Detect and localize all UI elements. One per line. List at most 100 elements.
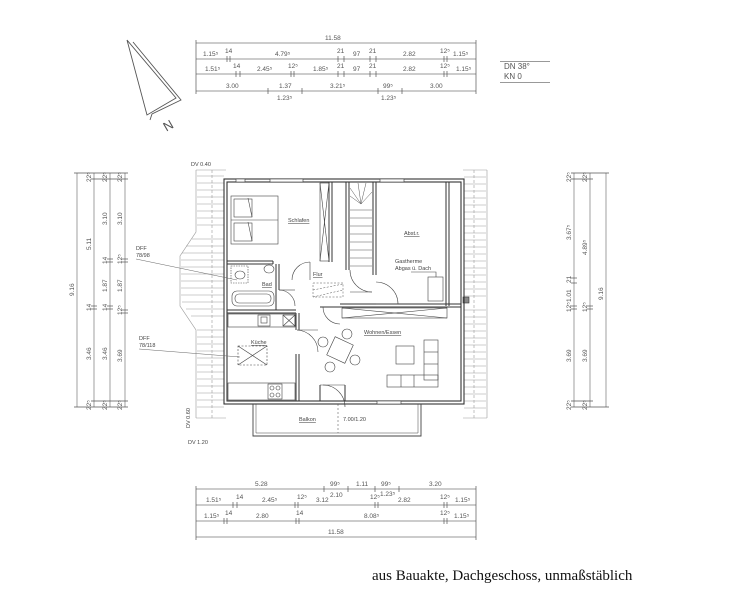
door-arcs — [278, 261, 399, 408]
dim-top-row4: 3.00 1.37 1.23⁵ 3.21⁵ 99⁵ 1.23⁵ 3.00 — [226, 83, 443, 102]
svg-text:3.10: 3.10 — [117, 212, 124, 225]
svg-text:3.10: 3.10 — [102, 212, 109, 225]
svg-text:97: 97 — [353, 51, 361, 58]
windows — [235, 178, 405, 405]
svg-text:12⁵: 12⁵ — [440, 63, 450, 70]
svg-text:3.69: 3.69 — [582, 349, 589, 362]
svg-text:99⁵: 99⁵ — [381, 481, 391, 488]
svg-text:22⁵: 22⁵ — [566, 172, 573, 182]
svg-text:1.85⁵: 1.85⁵ — [313, 66, 329, 73]
svg-text:3.69: 3.69 — [566, 349, 573, 362]
svg-text:5.28: 5.28 — [255, 481, 268, 488]
roof-pitch-info: DN 38° KN 0 — [500, 61, 550, 83]
leader-lines — [135, 258, 241, 358]
svg-text:22⁵: 22⁵ — [566, 400, 573, 410]
svg-text:3.00: 3.00 — [430, 83, 443, 90]
svg-text:14: 14 — [86, 303, 93, 311]
svg-text:22⁵: 22⁵ — [86, 172, 93, 182]
divider — [500, 82, 550, 83]
double-bed-icon — [230, 195, 279, 245]
svg-text:22⁵: 22⁵ — [102, 172, 109, 182]
svg-text:3.21⁵: 3.21⁵ — [330, 83, 346, 90]
svg-text:2.10: 2.10 — [330, 492, 343, 499]
svg-text:12⁵: 12⁵ — [440, 494, 450, 501]
svg-text:9.16: 9.16 — [69, 283, 76, 296]
top-dimension-chains — [195, 40, 477, 94]
svg-text:1.01: 1.01 — [566, 289, 573, 302]
room-label-abst: Abst.r. — [404, 231, 420, 237]
svg-text:3.69: 3.69 — [117, 349, 124, 362]
interior-walls — [227, 182, 461, 401]
svg-text:1.23⁵: 1.23⁵ — [277, 95, 293, 102]
room-label-kueche: Küche — [251, 340, 267, 346]
svg-text:9.16: 9.16 — [598, 287, 605, 300]
svg-text:2.80: 2.80 — [256, 513, 269, 520]
north-label: N — [160, 117, 176, 135]
svg-text:97: 97 — [353, 66, 361, 73]
svg-text:12⁵: 12⁵ — [440, 510, 450, 517]
svg-text:2.82: 2.82 — [403, 66, 416, 73]
svg-text:3.00: 3.00 — [226, 83, 239, 90]
dff-label-1a: DFF — [136, 246, 147, 252]
svg-text:99⁵: 99⁵ — [383, 83, 393, 90]
staircase-icon — [349, 182, 373, 267]
dff-label-1b: 78/98 — [136, 253, 150, 259]
roof-pitch-dn: DN 38° — [504, 62, 530, 71]
svg-text:2.82: 2.82 — [403, 51, 416, 58]
svg-text:14: 14 — [236, 494, 244, 501]
svg-text:1.51⁵: 1.51⁵ — [206, 497, 222, 504]
svg-text:22⁵: 22⁵ — [102, 400, 109, 410]
right-dimension-chains — [571, 172, 609, 408]
svg-text:12⁵: 12⁵ — [370, 494, 380, 501]
dv-bottom-label: DV 1.20 — [188, 440, 208, 446]
dim-top-row2: 1.15⁵ 14 4.79⁵ 21 97 21 2.82 12⁵ 1.15⁵ — [203, 48, 469, 58]
svg-text:3.67⁵: 3.67⁵ — [566, 224, 573, 240]
svg-text:14: 14 — [296, 510, 304, 517]
dim-bottom-row2: 1.51⁵ 14 2.45⁵ 12⁵ 3.12 12⁵ 1.23⁵ 2.82 1… — [206, 491, 471, 504]
room-label-bad: Bad — [262, 282, 272, 288]
svg-text:2.45⁵: 2.45⁵ — [262, 497, 278, 504]
dv-top-label: DV 0.40 — [191, 162, 211, 168]
svg-text:5.11: 5.11 — [86, 237, 93, 250]
dim-top-total: 11.58 — [325, 35, 341, 42]
svg-text:12⁵: 12⁵ — [297, 494, 307, 501]
chimney-icon — [462, 296, 470, 304]
svg-text:1.37: 1.37 — [279, 83, 292, 90]
dim-bottom-row1: 5.28 99⁵ 1.11 99⁵ 3.20 2.10 — [255, 481, 442, 499]
svg-text:22⁵: 22⁵ — [582, 172, 589, 182]
svg-text:12⁵: 12⁵ — [440, 48, 450, 55]
svg-text:12⁵: 12⁵ — [117, 305, 124, 315]
svg-text:4.79⁵: 4.79⁵ — [275, 51, 291, 58]
divider — [500, 61, 550, 62]
dim-right-labels: 22⁵ 3.67⁵ 21 1.01 12⁵ 3.69 22⁵ 22⁵ 4.89⁵… — [566, 172, 605, 410]
flur-dashed-area — [312, 282, 344, 298]
svg-text:21: 21 — [369, 48, 377, 55]
room-label-flur: Flur — [313, 272, 323, 278]
dim-bottom-total: 11.58 — [328, 529, 344, 536]
svg-text:1.15⁵: 1.15⁵ — [453, 51, 469, 58]
svg-text:12⁵: 12⁵ — [117, 254, 124, 264]
left-dimension-chains — [74, 172, 128, 408]
svg-text:14: 14 — [225, 510, 233, 517]
room-label-wohnen: Wohnen/Essen — [364, 330, 401, 336]
svg-text:1.51⁵: 1.51⁵ — [205, 66, 221, 73]
dv-mid-label: DV 0.60 — [186, 408, 192, 428]
svg-text:21: 21 — [566, 275, 573, 283]
wardrobe-icon — [319, 182, 330, 262]
svg-text:21: 21 — [369, 63, 377, 70]
dff-label-2a: DFF — [139, 336, 150, 342]
gastherme-label: Gastherme — [395, 259, 422, 265]
svg-text:14: 14 — [102, 303, 109, 311]
roof-pitch-kn: KN 0 — [504, 72, 522, 81]
gastherme-note: Abgas ü. Dach — [395, 266, 431, 272]
svg-text:8.08⁵: 8.08⁵ — [364, 513, 380, 520]
room-label-schlafen: Schlafen — [288, 218, 309, 224]
svg-text:1.87: 1.87 — [102, 279, 109, 292]
svg-text:12⁵: 12⁵ — [582, 302, 589, 312]
right-roof-hatch — [463, 169, 488, 419]
svg-text:21: 21 — [337, 63, 345, 70]
svg-text:22⁵: 22⁵ — [86, 400, 93, 410]
svg-text:22⁵: 22⁵ — [117, 400, 124, 410]
svg-text:1.15⁵: 1.15⁵ — [454, 513, 470, 520]
